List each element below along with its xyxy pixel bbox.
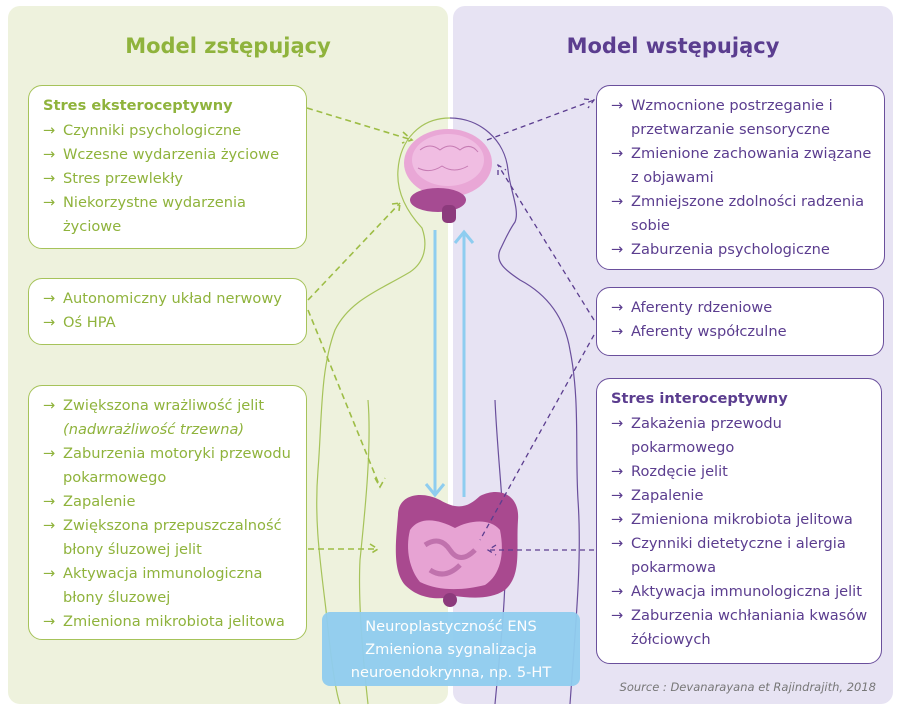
arrow-icon: → (43, 122, 56, 139)
descending-dashed-arrows (306, 107, 414, 555)
center-line: neuroendokrynna, np. 5-HT (350, 664, 552, 681)
arrow-icon: → (43, 613, 56, 630)
arrow-icon: → (43, 445, 56, 462)
arrow-icon: → (43, 493, 56, 510)
list-item: Zapalenie (63, 493, 136, 510)
list-item: Zakażenia przewodu pokarmowego (631, 415, 782, 456)
list-item: Zmieniona mikrobiota jelitowa (63, 613, 285, 630)
list-item: Autonomiczny układ nerwowy (63, 290, 282, 307)
list-item: Zapalenie (631, 487, 704, 504)
list-item: Aktywacja immunologiczna jelit (631, 583, 862, 600)
arrow-icon: → (611, 463, 624, 480)
arrow-icon: → (43, 397, 56, 414)
arrow-icon: → (43, 290, 56, 307)
center-line: Zmieniona sygnalizacja (365, 641, 537, 658)
arrow-icon: → (611, 415, 624, 432)
arrow-icon: → (43, 194, 56, 211)
list-item: Zmieniona mikrobiota jelitowa (631, 511, 853, 528)
signal-arrows (424, 229, 475, 498)
brain-effects-box: → Wzmocnione postrzeganie i przetwarzanie… (596, 85, 885, 270)
exteroceptive-stress-box: Stres eksteroceptywny → Czynniki psycholo… (28, 85, 307, 249)
list-item: Zaburzenia wchłaniania kwasów żółciowych (631, 607, 868, 648)
brain-icon (404, 129, 492, 223)
arrow-icon: → (611, 583, 624, 600)
arrow-icon: → (611, 607, 624, 624)
down-arrow-icon (424, 230, 446, 498)
list-item: Wzmocnione postrzeganie i przetwarzanie … (631, 97, 833, 138)
arrow-icon: → (43, 565, 56, 582)
list-item: Czynniki dietetyczne i alergia pokarmowa (631, 535, 846, 576)
arrow-icon: → (611, 323, 624, 340)
arrow-icon: → (43, 314, 56, 331)
list-item: Zmniejszone zdolności radzenia sobie (631, 193, 865, 234)
list-item: Zmienione zachowania związane z objawami (631, 145, 872, 186)
descending-model-title: Model zstępujący (125, 34, 331, 58)
ens-neuroplasticity-box: Neuroplastyczność ENS Zmieniona sygnaliz… (322, 612, 580, 686)
ascending-model-title: Model wstępujący (566, 34, 780, 58)
arrow-icon: → (611, 193, 624, 210)
arrow-icon: → (611, 241, 624, 258)
box-heading: Stres eksteroceptywny (43, 97, 233, 114)
gut-effects-box: → Zwiększona wrażliwość jelit (nadwrażliw… (28, 385, 307, 640)
arrow-icon: → (43, 170, 56, 187)
afferents-box: → Aferenty rdzeniowe → Aferenty współczuln… (596, 287, 884, 356)
list-item: Wczesne wydarzenia życiowe (63, 146, 280, 163)
list-item: Rozdęcie jelit (631, 463, 728, 480)
list-item: Aktywacja immunologiczna błony śluzowej (63, 565, 263, 606)
intestine-icon (395, 491, 519, 607)
list-item: Oś HPA (63, 314, 116, 331)
list-item: Aferenty współczulne (631, 323, 787, 340)
arrow-icon: → (611, 145, 624, 162)
list-item: Stres przewlekły (63, 170, 183, 187)
arrow-icon: → (43, 517, 56, 534)
arrow-icon: → (611, 97, 624, 114)
ascending-dashed-arrows (479, 98, 596, 556)
interoceptive-stress-box: Stres interoceptywny → Zakażenia przewodu… (596, 378, 882, 664)
list-item: Czynniki psychologiczne (63, 122, 242, 139)
list-item-note: (nadwrażliwość trzewna) (63, 421, 245, 438)
list-item: Zwiększona przepuszczalność błony śluzow… (63, 517, 282, 558)
list-item: Zwiększona wrażliwość jelit (63, 397, 265, 414)
arrow-icon: → (611, 511, 624, 528)
arrow-icon: → (611, 487, 624, 504)
arrow-icon: → (611, 535, 624, 552)
source-caption: Source : Devanarayana et Rajindrajith, 2… (619, 680, 876, 694)
up-arrow-icon (453, 229, 475, 497)
box-heading: Stres interoceptywny (611, 390, 788, 407)
arrow-icon: → (611, 299, 624, 316)
nervous-system-box: → Autonomiczny układ nerwowy → Oś HPA (28, 278, 307, 345)
list-item: Niekorzystne wydarzenia życiowe (63, 194, 246, 235)
center-line: Neuroplastyczność ENS (365, 618, 537, 635)
arrow-icon: → (43, 146, 56, 163)
list-item: Aferenty rdzeniowe (631, 299, 773, 316)
list-item: Zaburzenia motoryki przewodu pokarmowego (63, 445, 291, 486)
list-item: Zaburzenia psychologiczne (631, 241, 830, 258)
